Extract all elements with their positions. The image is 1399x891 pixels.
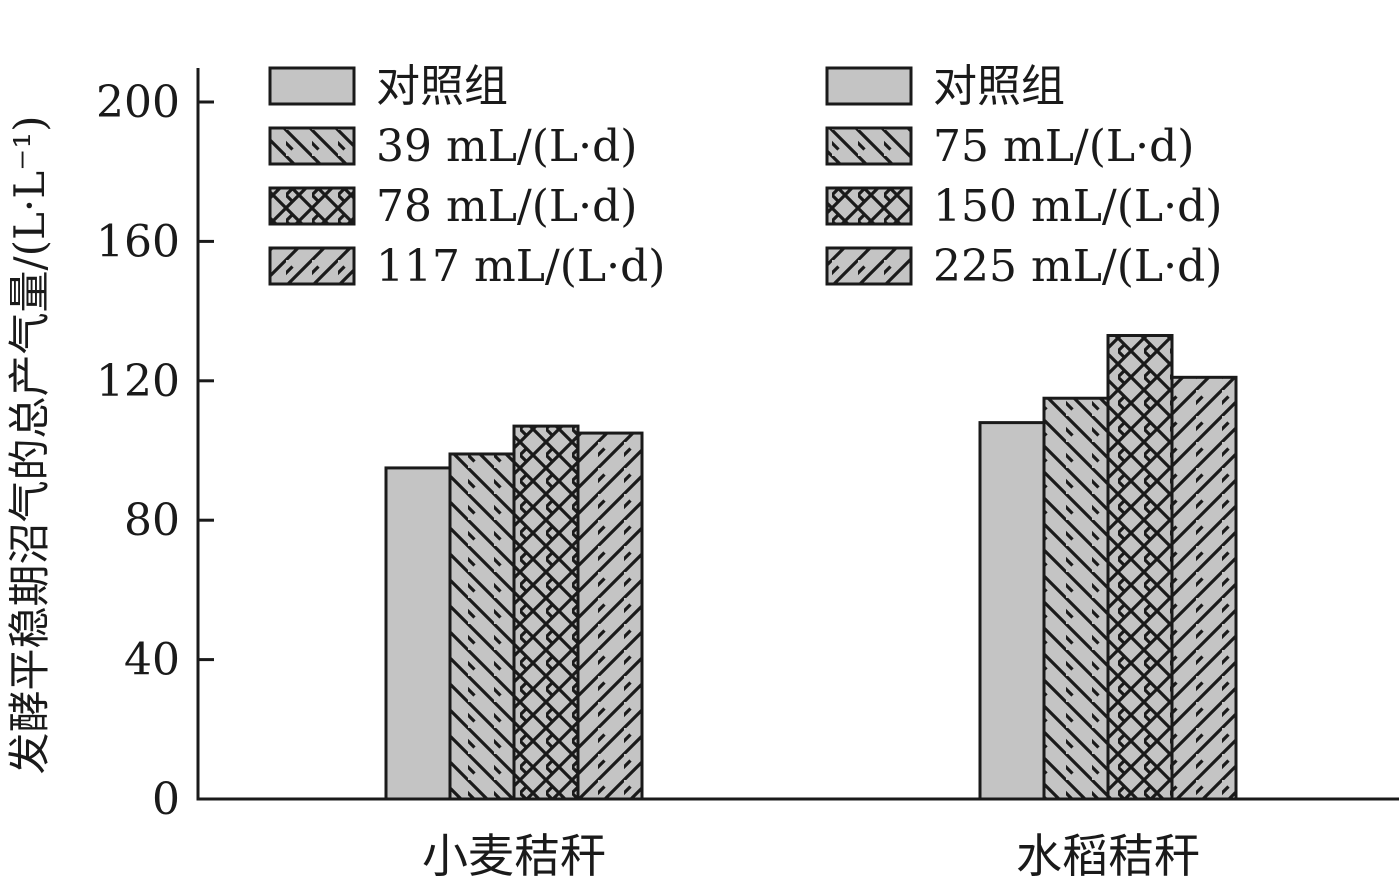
bar-1-1 — [1042, 396, 1110, 801]
y-tick-label-5: 200 — [96, 77, 180, 128]
legend-label-0-1: 39 mL/(L·d) — [376, 121, 637, 172]
legend-swatch-0-2 — [268, 186, 356, 226]
legend-swatch-1-0 — [825, 66, 913, 106]
bar-0-3 — [576, 431, 644, 801]
bars — [384, 333, 1238, 801]
legend-swatch-0-0 — [268, 66, 356, 106]
legend-label-1-1: 75 mL/(L·d) — [933, 121, 1194, 172]
bar-1-3 — [1170, 375, 1238, 801]
legend-swatch-1-3 — [825, 246, 913, 286]
legend-label-0-2: 78 mL/(L·d) — [376, 181, 637, 232]
bar-1-2 — [1106, 333, 1174, 801]
legend-label-1-2: 150 mL/(L·d) — [933, 181, 1222, 232]
y-tick-label-2: 80 — [124, 495, 180, 546]
legend-swatch-0-1 — [268, 126, 356, 166]
bar-0-0 — [384, 466, 452, 801]
y-tick-label-3: 120 — [96, 356, 180, 407]
y-tick-label-0: 0 — [152, 774, 180, 825]
legend-label-0-0: 对照组 — [376, 61, 508, 112]
legend-swatch-0-3 — [268, 246, 356, 286]
y-tick-label-4: 160 — [96, 216, 180, 267]
legend-swatch-1-2 — [825, 186, 913, 226]
y-tick-label-1: 40 — [124, 635, 180, 686]
bar-0-1 — [448, 452, 516, 801]
legend-label-1-0: 对照组 — [933, 61, 1065, 112]
legend-swatch-1-1 — [825, 126, 913, 166]
bar-0-2 — [512, 424, 580, 801]
category-labels: 小麦秸秆 水稻秸秆 — [422, 829, 1200, 883]
y-axis-ticks: 0 40 80 120 160 200 — [96, 77, 214, 825]
category-label-1: 水稻秸秆 — [1016, 829, 1200, 883]
bar-1-0 — [978, 421, 1046, 801]
category-label-0: 小麦秸秆 — [422, 829, 606, 883]
y-axis-title-group: 发酵平稳期沼气的总产气量/(L·L⁻¹) — [5, 115, 54, 774]
y-axis-title: 发酵平稳期沼气的总产气量/(L·L⁻¹) — [5, 115, 54, 774]
axes — [196, 68, 1399, 801]
legend-label-0-3: 117 mL/(L·d) — [376, 241, 665, 292]
legend-label-1-3: 225 mL/(L·d) — [933, 241, 1222, 292]
legend: 对照组 39 mL/(L·d) 78 mL/(L·d) 117 mL/(L·d) 对照组… — [268, 61, 1222, 292]
